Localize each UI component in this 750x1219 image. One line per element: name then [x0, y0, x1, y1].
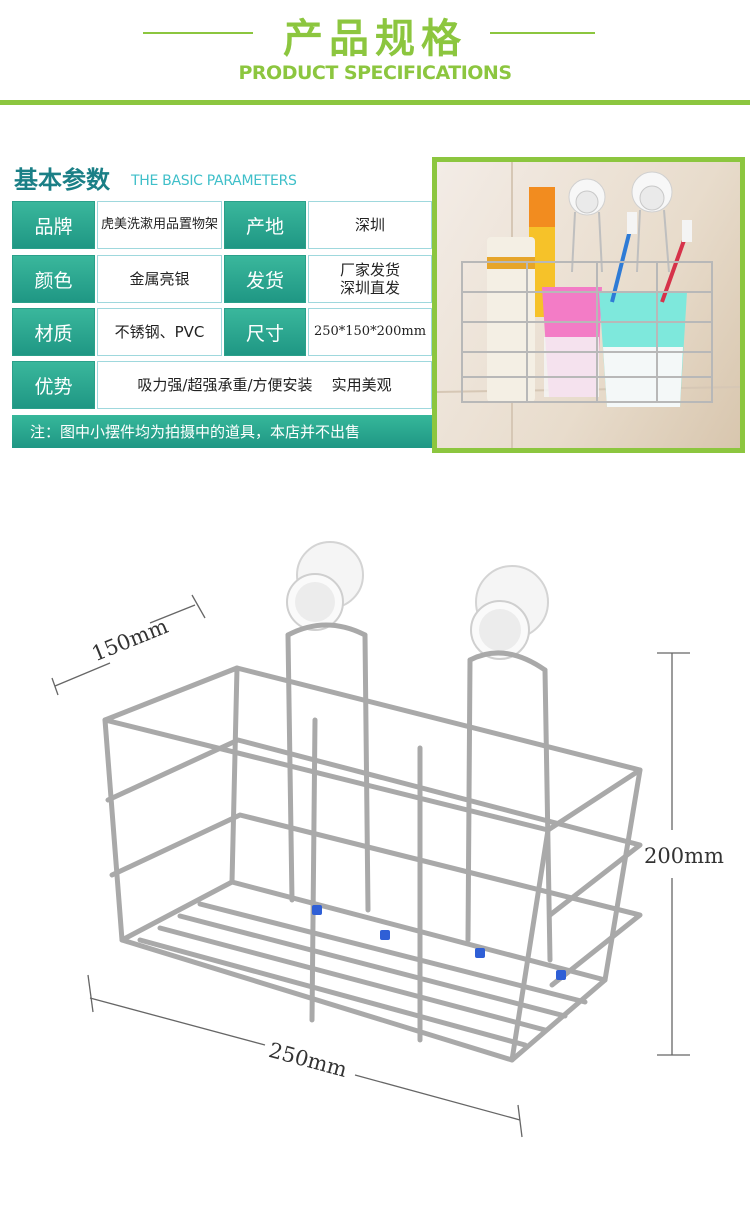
param-value-material: 不锈钢、PVC	[97, 308, 222, 356]
params-row: 品牌 虎美洗漱用品置物架 产地 深圳	[12, 201, 432, 251]
params-row: 材质 不锈钢、PVC 尺寸 250*150*200mm	[12, 308, 432, 358]
param-label-shipping: 发货	[224, 255, 306, 303]
header-divider	[0, 100, 750, 105]
param-value-size: 250*150*200mm	[308, 308, 432, 356]
header-right-line	[490, 32, 595, 34]
param-value-origin: 深圳	[308, 201, 432, 249]
param-label-brand: 品牌	[12, 201, 95, 249]
product-photo-illustration	[437, 162, 740, 448]
basic-params-subtitle: THE BASIC PARAMETERS	[131, 173, 297, 189]
param-label-advantage: 优势	[12, 361, 95, 409]
product-photo	[432, 157, 745, 453]
basic-params-title: 基本参数	[14, 166, 110, 194]
params-row: 颜色 金属亮银 发货 厂家发货 深圳直发	[12, 255, 432, 305]
dimension-height: 200mm	[644, 844, 724, 868]
page-title: 产品规格	[283, 16, 467, 62]
param-label-origin: 产地	[224, 201, 306, 249]
suction-cup-left	[286, 541, 364, 631]
basket-drawing	[51, 541, 690, 1138]
shipping-line-1: 厂家发货	[339, 261, 400, 279]
param-label-color: 颜色	[12, 255, 95, 303]
suction-cup-right	[470, 565, 549, 660]
dimension-diagram: 150mm 200mm 250mm	[0, 520, 750, 1170]
param-value-shipping: 厂家发货 深圳直发	[308, 255, 432, 303]
page-subtitle: PRODUCT SPECIFICATIONS	[238, 62, 512, 84]
param-label-material: 材质	[12, 308, 95, 356]
shipping-line-2: 深圳直发	[339, 279, 400, 297]
param-value-advantage: 吸力强/超强承重/方便安装 实用美观	[97, 361, 432, 409]
param-label-size: 尺寸	[224, 308, 306, 356]
props-notice: 注：图中小摆件均为拍摄中的道具，本店并不出售	[12, 415, 432, 448]
params-row: 优势 吸力强/超强承重/方便安装 实用美观	[12, 361, 432, 411]
header-left-line	[143, 32, 253, 34]
param-value-color: 金属亮银	[97, 255, 222, 303]
param-value-brand: 虎美洗漱用品置物架	[97, 201, 222, 249]
